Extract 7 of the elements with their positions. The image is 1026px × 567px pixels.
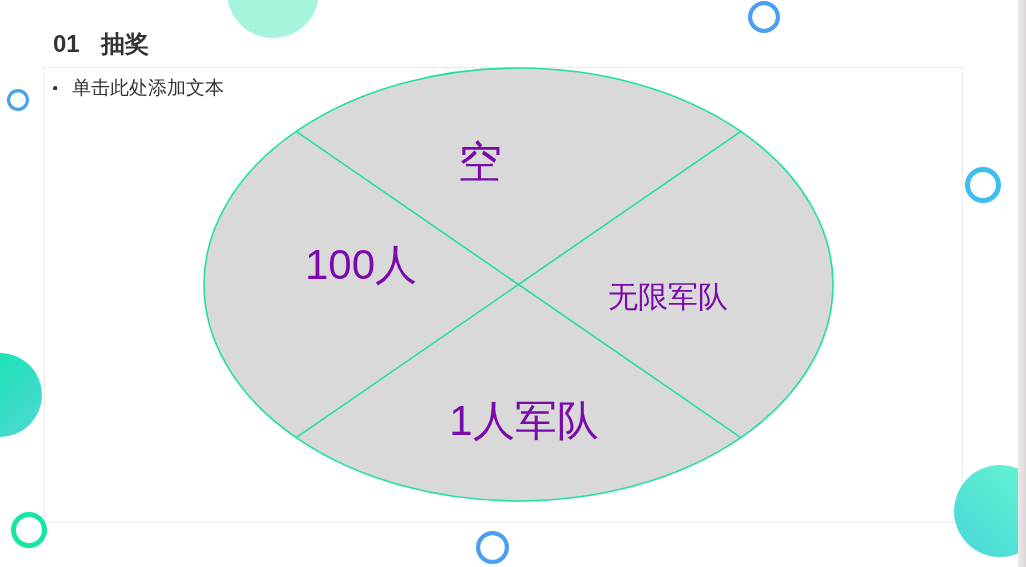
sector-label: 1人军队 (449, 400, 599, 442)
slide-title: 01 抽奖 (53, 32, 150, 56)
content-frame (44, 67, 963, 523)
sector-label: 空 (458, 140, 502, 184)
sector-label: 100人 (304, 244, 418, 286)
sector-label: 无限军队 (608, 282, 728, 312)
bullet-text: 单击此处添加文本 (72, 78, 224, 98)
